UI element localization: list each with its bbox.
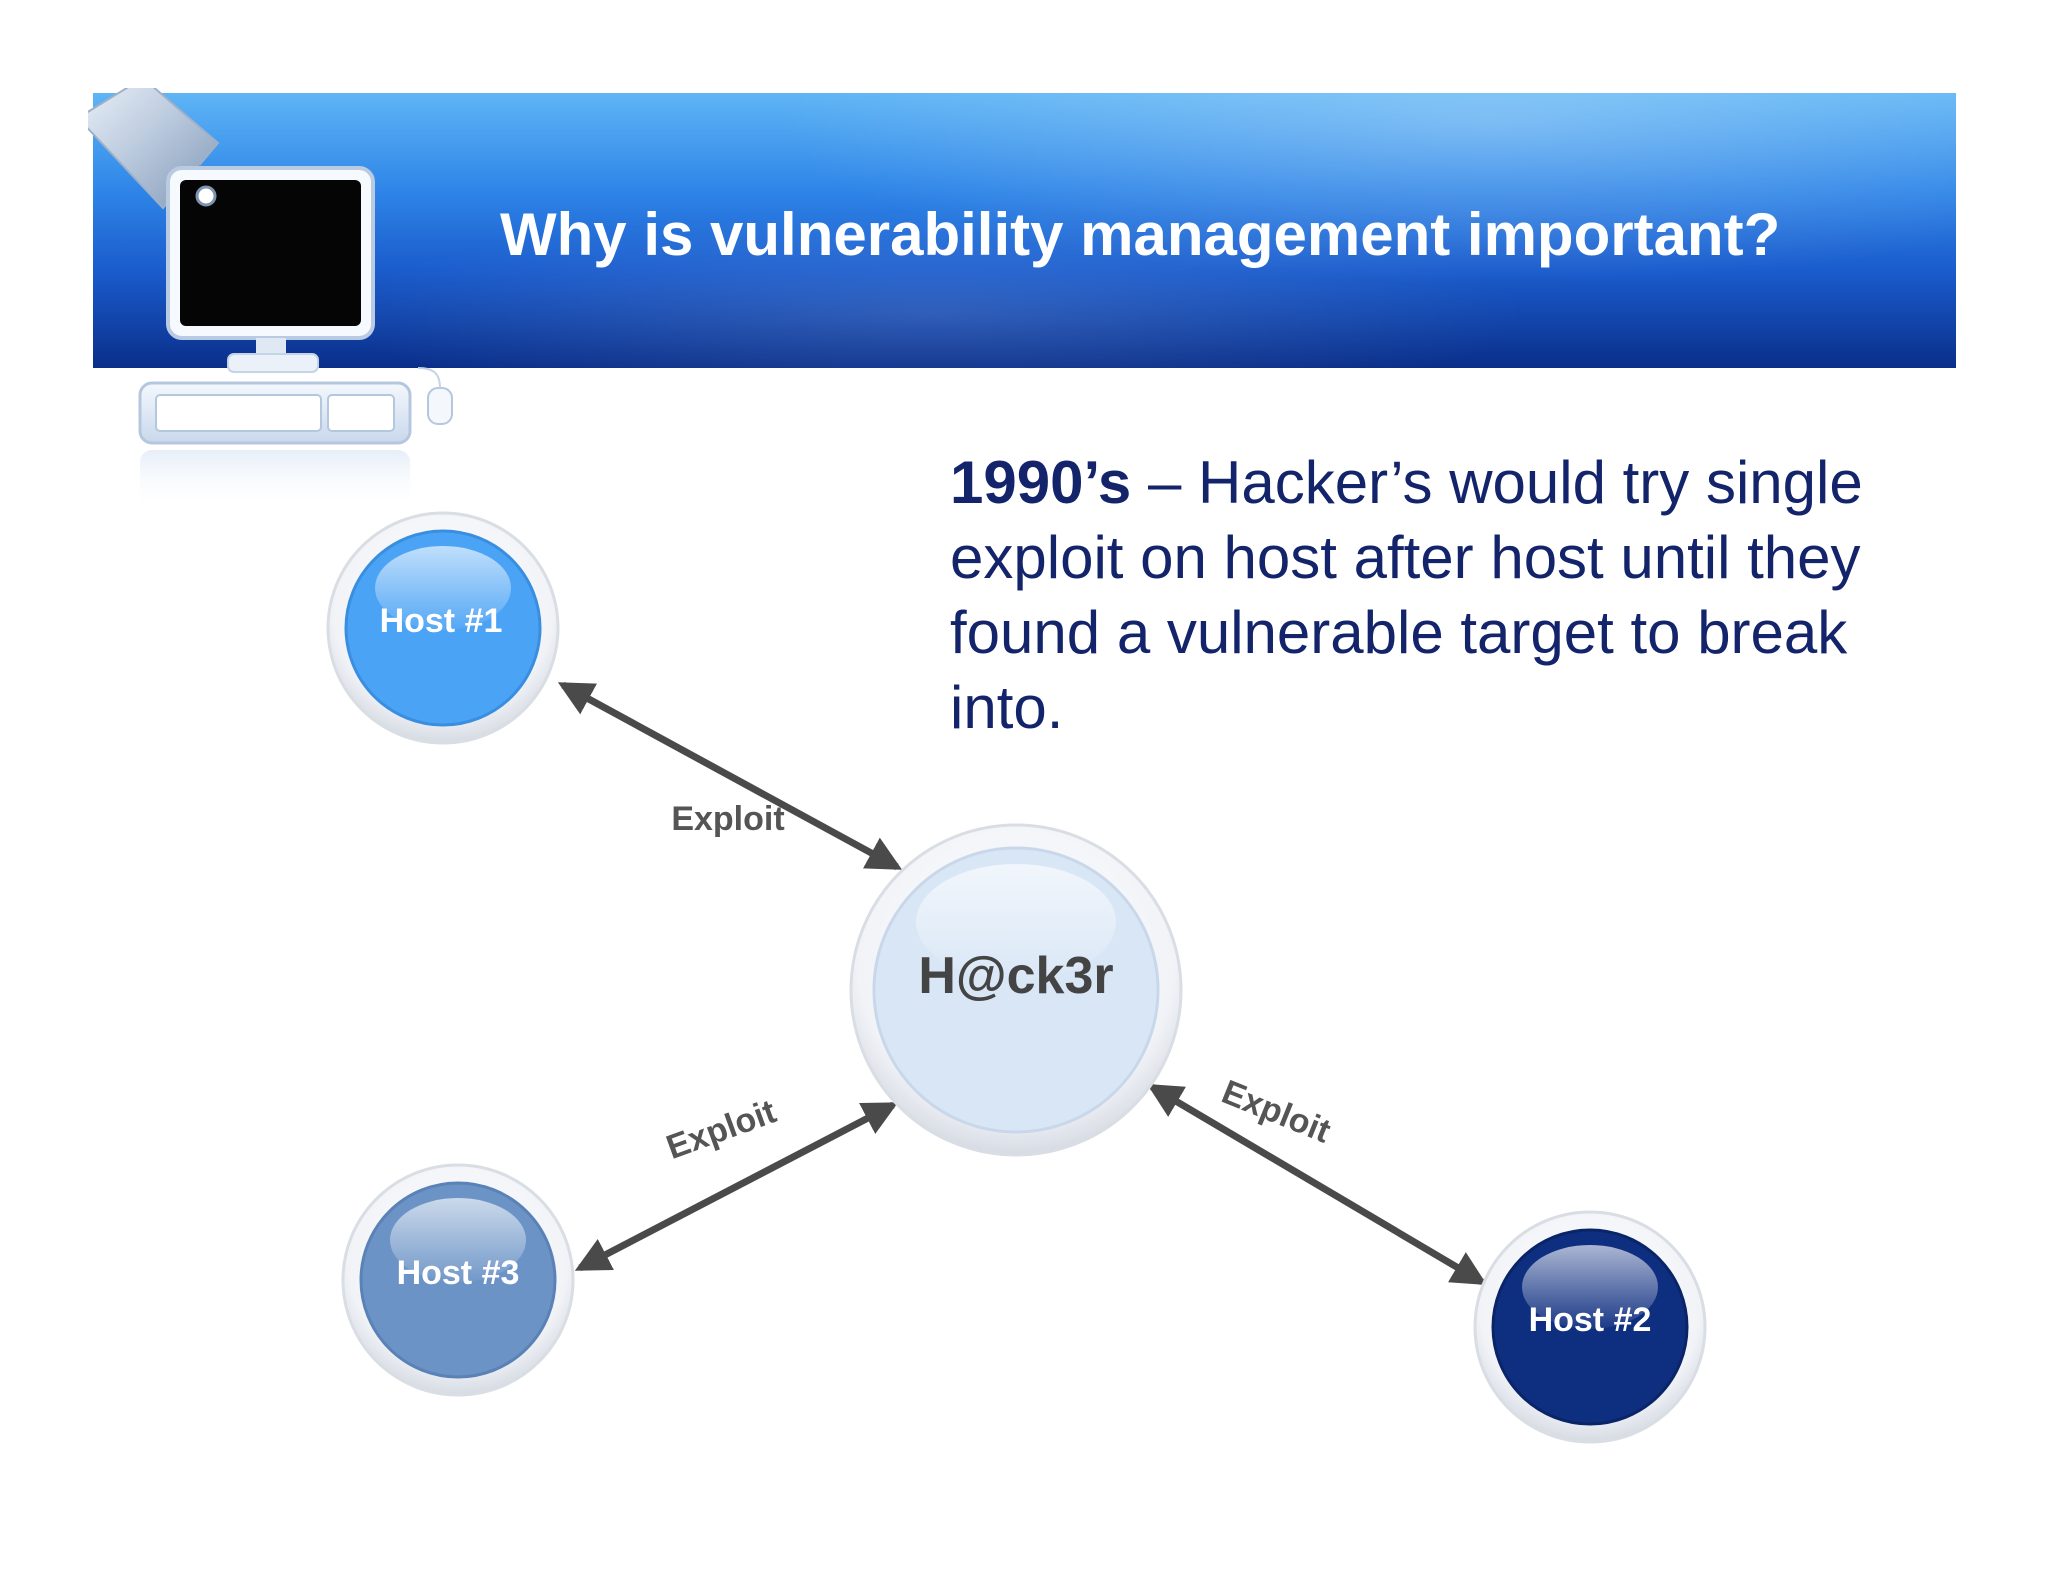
edge-hacker-host2 [1146, 1083, 1488, 1286]
edge-label-host3: Exploit [661, 1092, 781, 1166]
node-host3: Host #3 [341, 1163, 575, 1397]
node-host2: Host #2 [1473, 1210, 1707, 1444]
node-hacker-label: H@ck3r [918, 947, 1113, 1005]
node-host3-label: Host #3 [397, 1254, 520, 1292]
node-host1: Host #1 [326, 511, 560, 745]
body-paragraph: 1990’s – Hacker’s would try single explo… [950, 445, 1900, 745]
node-host2-label: Host #2 [1529, 1301, 1652, 1339]
body-text: – Hacker’s would try single exploit on h… [950, 449, 1863, 741]
edge-hacker-host3 [574, 1101, 899, 1272]
edges [557, 681, 1488, 1286]
edge-hacker-host1 [557, 681, 903, 871]
computer-padlock-illustration [88, 88, 453, 510]
edge-label-host1: Exploit [671, 800, 784, 838]
slide-title: Why is vulnerability management importan… [500, 201, 1781, 268]
title-banner [93, 93, 1956, 368]
node-hacker: H@ck3r [849, 823, 1183, 1157]
node-host1-label: Host #1 [380, 602, 503, 640]
era-label: 1990’s [950, 449, 1132, 516]
